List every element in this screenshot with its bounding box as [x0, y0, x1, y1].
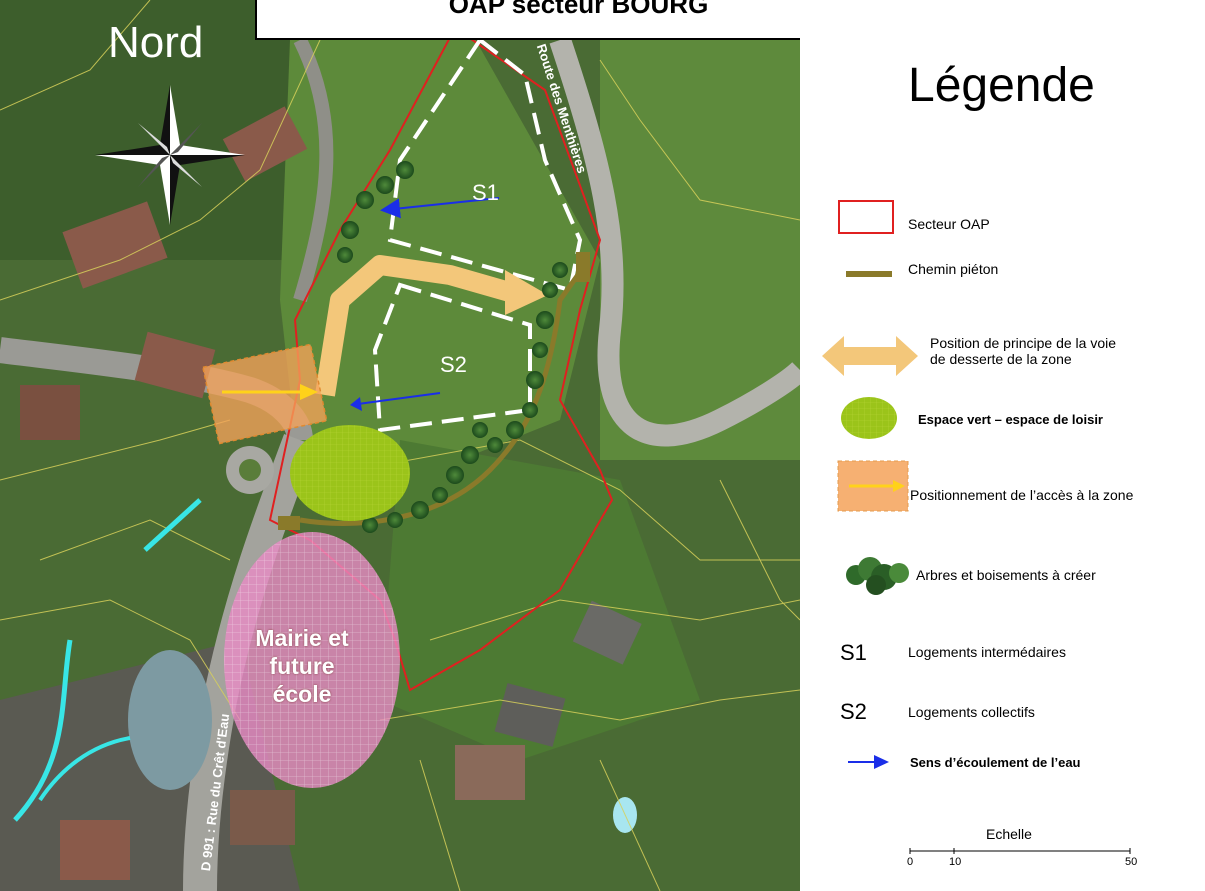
legend-acces-zone: Positionnement de l’accès à la zone [910, 487, 1134, 503]
secteur-oap-symbol [838, 200, 894, 234]
scale-label: Echelle [986, 826, 1032, 842]
house [62, 201, 168, 289]
map-canvas [0, 0, 800, 891]
house [230, 790, 295, 845]
espace-vert-symbol [841, 397, 897, 439]
scale-tick-10: 10 [949, 856, 962, 868]
house [494, 683, 566, 747]
page-title: OAP secteur BOURG [448, 0, 709, 19]
title-box: OAP secteur BOURG [255, 0, 902, 40]
trees-symbol [846, 557, 909, 595]
legend-s1-code: S1 [840, 640, 867, 665]
secteur-oap-outline [268, 26, 614, 692]
legend-title: Légende [908, 59, 1095, 112]
voie-desserte [315, 255, 523, 397]
ecoulement-arrow [380, 197, 500, 219]
legend-s2: Logements collectifs [908, 704, 1035, 720]
legend-s1: Logements intermédaires [908, 644, 1066, 660]
house [20, 385, 80, 440]
south-meadow [380, 440, 700, 760]
mairie-label: Mairie et future école [255, 625, 349, 707]
voie-desserte-symbol [822, 336, 918, 376]
circular-building [128, 650, 212, 790]
house [572, 600, 642, 665]
legend-voie-desserte: Position de principe de la voie de desse… [930, 335, 1117, 367]
scale-tick-0: 0 [907, 856, 914, 868]
acces-zone-symbol [837, 460, 909, 512]
chemin-pieton [299, 263, 588, 526]
legend-ecoulement: Sens d’écoulement de l’eau [910, 755, 1081, 770]
north-lane [293, 36, 334, 303]
scale-bar [909, 848, 1131, 854]
s1-map-label: S1 [472, 180, 499, 205]
chemin-pieton-symbol [846, 271, 892, 277]
trees-planted [337, 161, 568, 533]
north-label: Nord [108, 18, 204, 67]
s2-zone [372, 282, 532, 433]
water-course [143, 498, 202, 552]
house [455, 745, 525, 800]
cadastral-lines [0, 0, 800, 891]
house [134, 331, 216, 399]
water-course [13, 639, 73, 822]
legend-secteur-oap: Secteur OAP [908, 216, 990, 232]
legend-s2-code: S2 [840, 699, 867, 724]
legend-espace-vert: Espace vert – espace de loisir [918, 412, 1103, 427]
legend-chemin-pieton: Chemin piéton [908, 261, 999, 277]
ecoulement-arrow [357, 392, 441, 405]
house [222, 106, 308, 182]
legend-panel: Légende Secteur OAP Chemin piéton Positi… [800, 0, 1205, 891]
s1-zone [387, 37, 583, 293]
house [60, 820, 130, 880]
aerial-map: Nord S1 S2 Route des Menthières D 991 : … [0, 0, 800, 891]
ecoulement-symbol [848, 755, 889, 769]
voie-arrow-head [505, 270, 548, 315]
compass-rose [95, 85, 245, 225]
scale-tick-50: 50 [1125, 856, 1138, 868]
s2-map-label: S2 [440, 352, 467, 377]
legend-trees: Arbres et boisements à créer [916, 567, 1096, 583]
acces-zone [201, 343, 328, 445]
road-menthieres [549, 36, 800, 447]
water-course [38, 736, 131, 802]
